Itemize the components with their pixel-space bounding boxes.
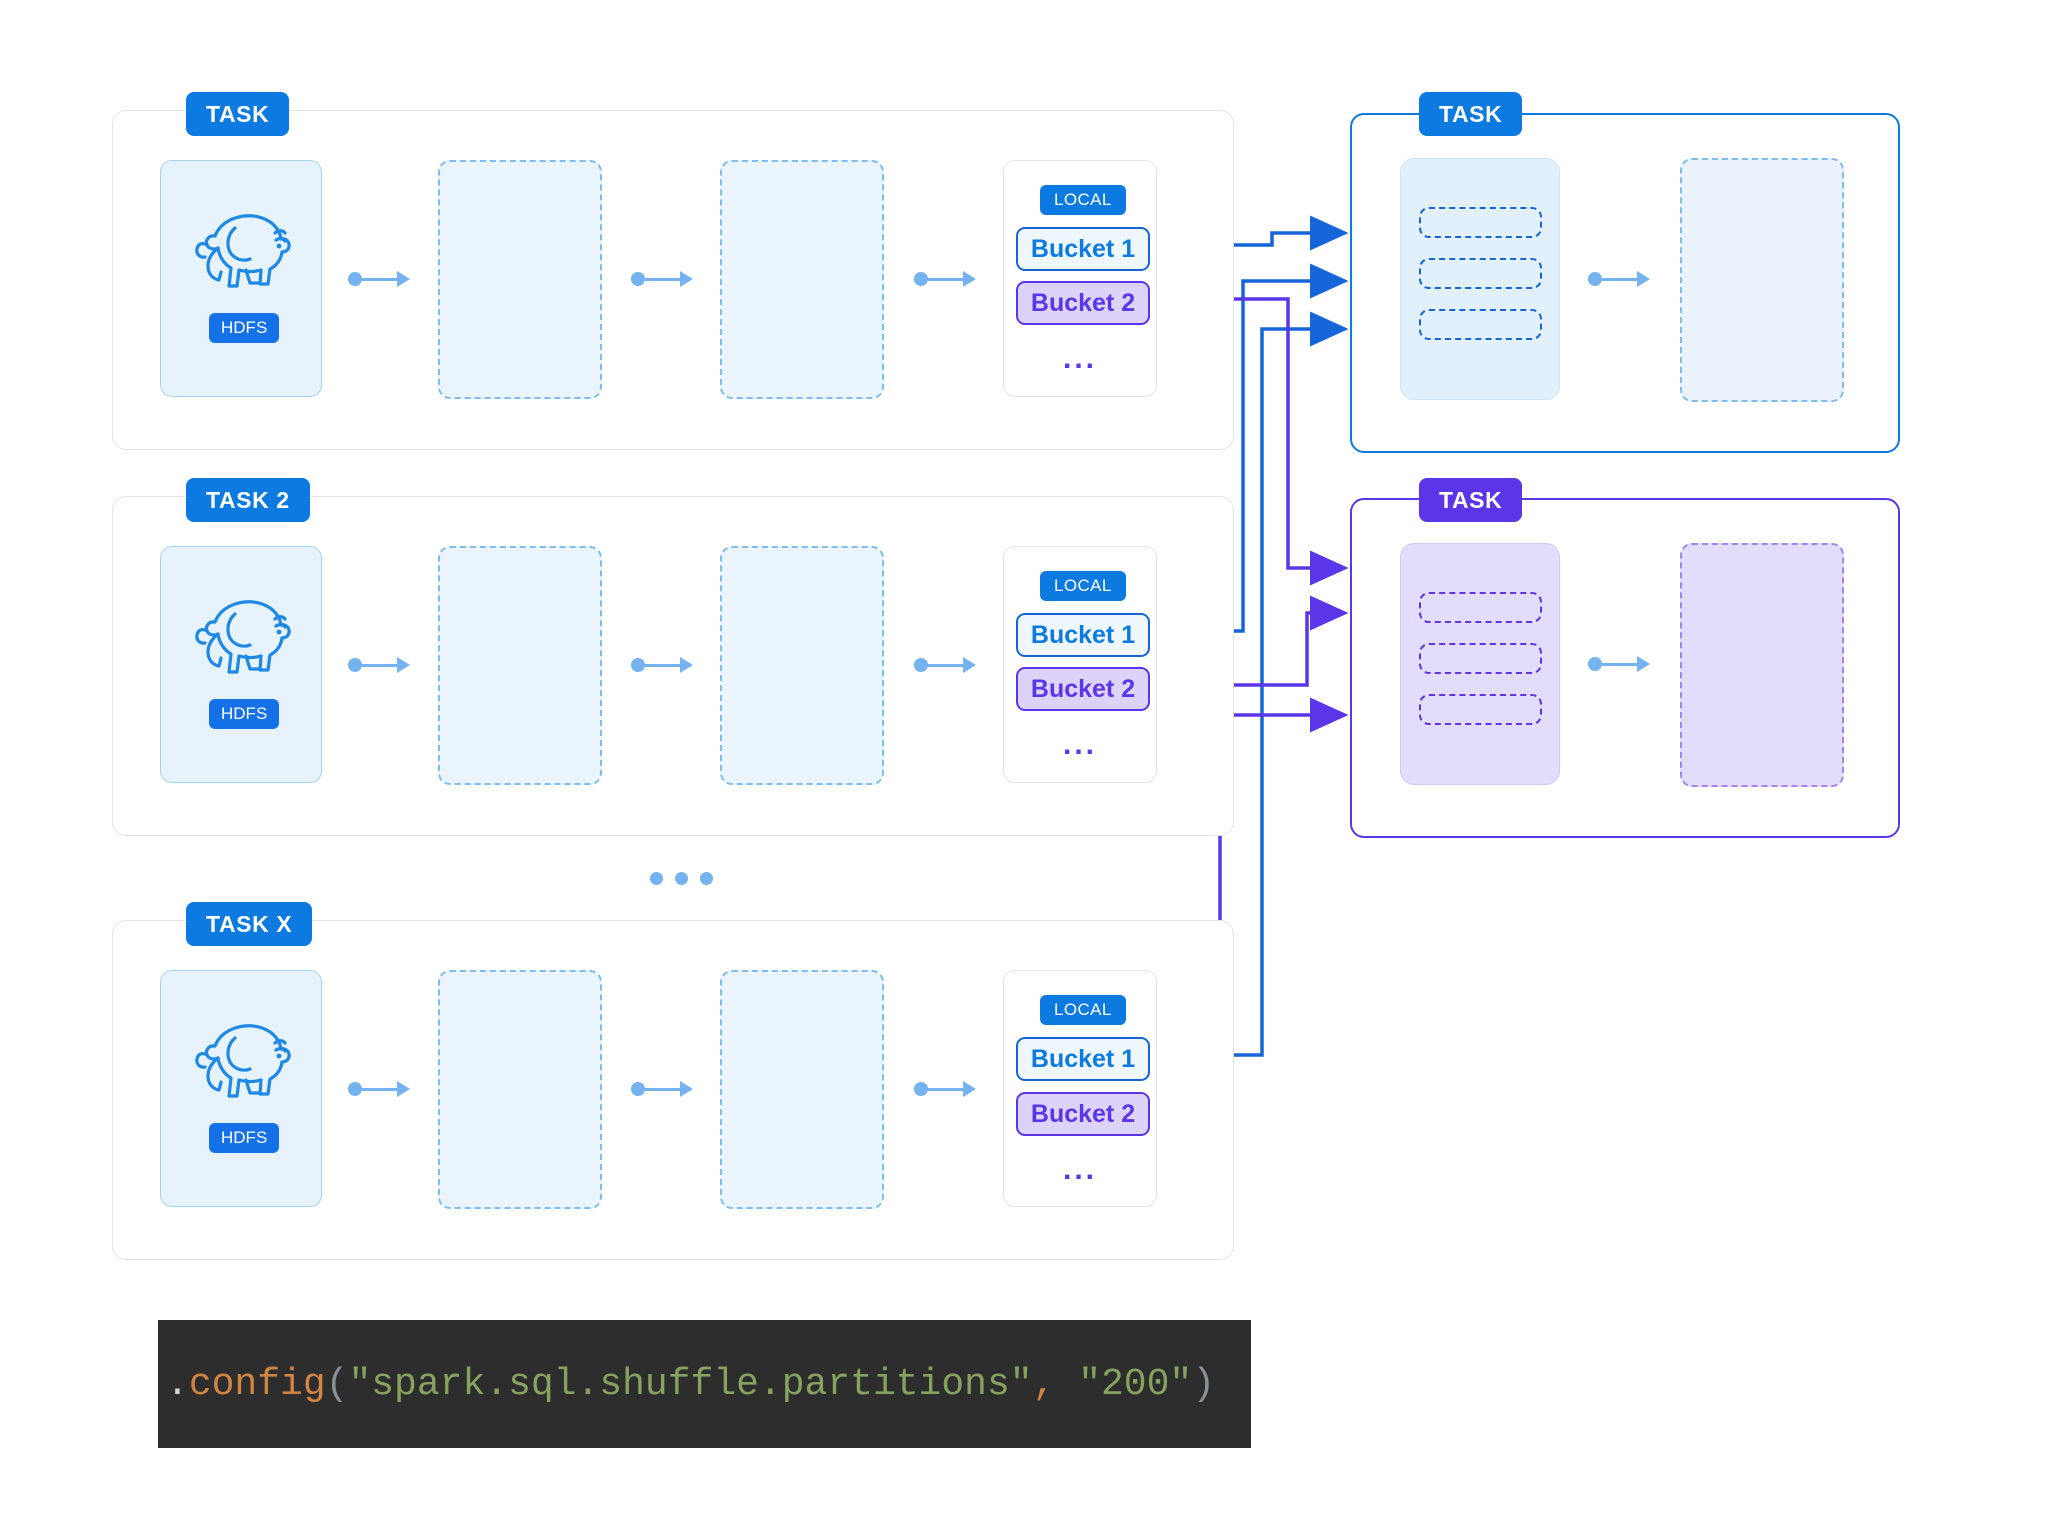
hdfs-panel-1 [160,160,322,397]
stage-arrow-1-2 [631,270,693,288]
hdfs-panel-2 [160,546,322,783]
stage-arrow-3-2 [631,1080,693,1098]
code-open-paren: ( [325,1362,349,1406]
hdfs-panel-3 [160,970,322,1207]
code-close-paren: ) [1192,1362,1216,1406]
code-comma: , [1032,1362,1056,1406]
hadoop-elephant-icon [195,600,291,674]
stage-panel-2-2 [720,546,884,785]
target-output-panel-purple [1680,543,1844,787]
target-arrow-blue [1588,270,1650,288]
code-arg-partitions: "spark.sql.shuffle.partitions" [348,1362,1033,1406]
stage-arrow-1-3 [914,270,976,288]
target-output-panel-blue [1680,158,1844,402]
dot-2 [675,872,688,885]
stage-arrow-2-1 [348,656,410,674]
local-badge-2: LOCAL [1040,571,1126,601]
stage-arrow-3-3 [914,1080,976,1098]
bucket-2-task-2[interactable]: Bucket 2 [1016,667,1150,711]
stage-panel-3-2 [720,970,884,1209]
target-task-badge-purple[interactable]: TASK [1419,478,1523,522]
hdfs-badge-2: HDFS [209,699,280,729]
local-badge-3: LOCAL [1040,995,1126,1025]
input-row-1-blue [1419,207,1542,238]
bucket-1-task-3[interactable]: Bucket 1 [1016,1037,1150,1081]
stage-panel-3-1 [438,970,602,1209]
dot-1 [650,872,663,885]
bucket-more-3: ... [1063,1153,1098,1186]
stage-arrow-2-2 [631,656,693,674]
task-badge-2[interactable]: TASK 2 [186,478,310,522]
stage-arrow-2-3 [914,656,976,674]
hadoop-elephant-icon [195,214,291,288]
input-row-3-blue [1419,309,1542,340]
stage-panel-1-1 [438,160,602,399]
bucket-1-task-1[interactable]: Bucket 1 [1016,227,1150,271]
input-row-2-blue [1419,258,1542,289]
stage-arrow-1-1 [348,270,410,288]
input-row-3-purple [1419,694,1542,725]
bucket-2-task-1[interactable]: Bucket 2 [1016,281,1150,325]
tasks-ellipsis-divider [650,872,713,885]
bucket-1-task-2[interactable]: Bucket 1 [1016,613,1150,657]
task-badge-1[interactable]: TASK [186,92,290,136]
stage-panel-2-1 [438,546,602,785]
code-block: .config("spark.sql.shuffle.partitions", … [158,1320,1251,1448]
code-arg-value: "200" [1078,1362,1193,1406]
target-arrow-purple [1588,655,1650,673]
stage-arrow-3-1 [348,1080,410,1098]
input-row-1-purple [1419,592,1542,623]
bucket-more-1: ... [1063,342,1098,375]
stage-panel-1-2 [720,160,884,399]
dot-3 [700,872,713,885]
bucket-2-task-3[interactable]: Bucket 2 [1016,1092,1150,1136]
code-function: config [188,1362,326,1406]
task-badge-3[interactable]: TASK X [186,902,313,946]
hdfs-badge-1: HDFS [209,313,280,343]
local-badge-1: LOCAL [1040,185,1126,215]
target-task-badge-blue[interactable]: TASK [1419,92,1523,136]
code-dot: . [166,1362,189,1406]
hdfs-badge-3: HDFS [209,1123,280,1153]
hadoop-elephant-icon [195,1024,291,1098]
input-row-2-purple [1419,643,1542,674]
bucket-more-2: ... [1063,728,1098,761]
